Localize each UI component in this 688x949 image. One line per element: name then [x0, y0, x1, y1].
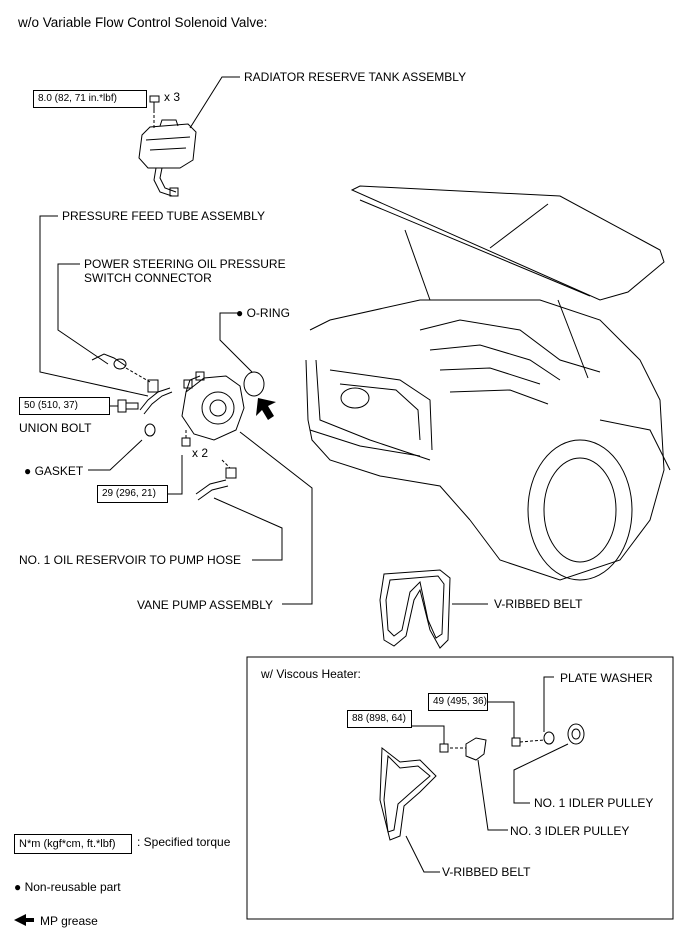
v-ribbed-belt-drawing — [379, 569, 451, 649]
leader-o-ring — [219, 312, 253, 373]
label-idler1: NO. 1 IDLER PULLEY — [534, 796, 654, 810]
union-bolt-drawing — [117, 399, 139, 413]
label-vane-pump: VANE PUMP ASSEMBLY — [137, 598, 274, 612]
label-idler3: NO. 3 IDLER PULLEY — [510, 824, 630, 838]
vane-pump-drawing — [181, 371, 245, 441]
pump-nut — [181, 437, 191, 447]
inset-frame — [246, 656, 674, 920]
pressure-feed-tube-drawing — [139, 379, 173, 415]
plate-washer-drawing — [543, 731, 555, 745]
label-o-ring: ● O-RING — [236, 306, 290, 320]
leader-vane-pump — [239, 431, 313, 605]
idler3-drawing — [450, 737, 487, 761]
label-ps-switch-line2: SWITCH CONNECTOR — [84, 271, 212, 285]
torque-box-union-bolt: 50 (510, 37) — [19, 397, 110, 415]
o-ring-drawing — [243, 371, 265, 397]
label-inset-belt: V-RIBBED BELT — [442, 865, 531, 879]
label-union-bolt: UNION BOLT — [19, 421, 92, 435]
label-oil-hose: NO. 1 OIL RESERVOIR TO PUMP HOSE — [19, 553, 242, 567]
o-ring-grease-arrow — [256, 398, 276, 420]
bolt-49-drawing — [511, 737, 521, 747]
leader-gasket — [88, 439, 143, 471]
leader-oil-hose — [213, 497, 283, 561]
leader-pump-torque — [168, 455, 183, 495]
ps-switch-connector-drawing — [91, 353, 151, 383]
leader-inset-belt — [405, 835, 440, 873]
leader-torque-88 — [412, 725, 445, 744]
oil-hose-drawing — [195, 459, 237, 501]
tank-bolt-multiplier: x 3 — [164, 90, 181, 104]
leader-pressure-feed — [39, 215, 149, 397]
leader-idler1 — [513, 743, 569, 804]
grease-arrow-icon — [14, 914, 34, 926]
radiator-tank-drawing — [138, 119, 197, 197]
leader-radiator-tank — [189, 76, 240, 129]
legend-non-reusable: ● Non-reusable part — [14, 880, 121, 894]
torque-box-idler3: 88 (898, 64) — [347, 710, 412, 728]
inset-title: w/ Viscous Heater: — [261, 667, 361, 681]
leader-ps-switch — [57, 263, 109, 365]
torque-box-tank: 8.0 (82, 71 in.*lbf) — [33, 90, 147, 108]
nut-88-drawing — [439, 743, 449, 753]
leader-torque-49 — [488, 701, 515, 738]
vehicle-drawing — [305, 185, 671, 581]
legend-unit-desc: : Specified torque — [137, 835, 231, 849]
torque-box-pump: 29 (296, 21) — [97, 485, 168, 503]
torque-box-plate-washer: 49 (495, 36) — [428, 693, 488, 711]
label-ps-switch-line1: POWER STEERING OIL PRESSURE — [84, 257, 286, 271]
tank-bolt — [149, 95, 160, 103]
legend-grease: MP grease — [40, 914, 98, 928]
leader-plate-washer — [543, 676, 554, 732]
inset-belt-drawing — [379, 747, 437, 841]
idler1-drawing — [567, 723, 585, 745]
label-plate-washer: PLATE WASHER — [560, 671, 653, 685]
label-pressure-feed: PRESSURE FEED TUBE ASSEMBLY — [62, 209, 265, 223]
label-radiator-tank: RADIATOR RESERVE TANK ASSEMBLY — [244, 70, 467, 84]
gasket-drawing — [144, 423, 156, 437]
label-v-belt: V-RIBBED BELT — [494, 597, 583, 611]
label-gasket: ● GASKET — [24, 464, 84, 478]
pump-nut-multiplier: x 2 — [192, 446, 209, 460]
legend-unit-box: N*m (kgf*cm, ft.*lbf) — [14, 834, 132, 854]
page-title: w/o Variable Flow Control Solenoid Valve… — [18, 15, 268, 30]
leader-idler3 — [477, 759, 508, 831]
